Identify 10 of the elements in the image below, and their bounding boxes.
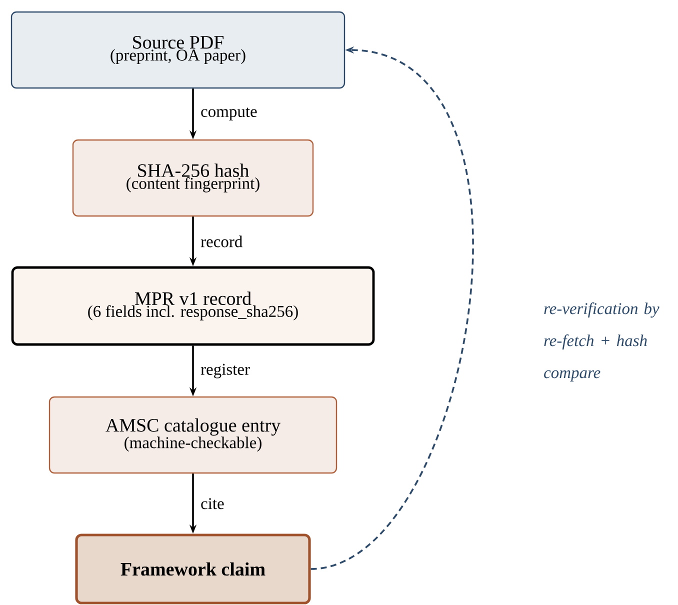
edge-label: record xyxy=(200,236,242,248)
process-box: AMSC catalogue entry (machine-checkable) xyxy=(48,396,338,474)
edge-label: register xyxy=(200,364,250,378)
process-box: SHA-256 hash (content fingerprint) xyxy=(72,139,314,217)
process-box: Source PDF (preprint, OA paper) xyxy=(10,11,346,89)
edge-label: re-verification by re-fetch + hash compare xyxy=(544,302,660,382)
process-box: Framework claim xyxy=(75,534,311,604)
process-box: MPR v1 record (6 fields incl. response_sha256) xyxy=(11,266,375,346)
edge-label: compute xyxy=(201,108,257,120)
edge-label: cite xyxy=(201,498,224,510)
